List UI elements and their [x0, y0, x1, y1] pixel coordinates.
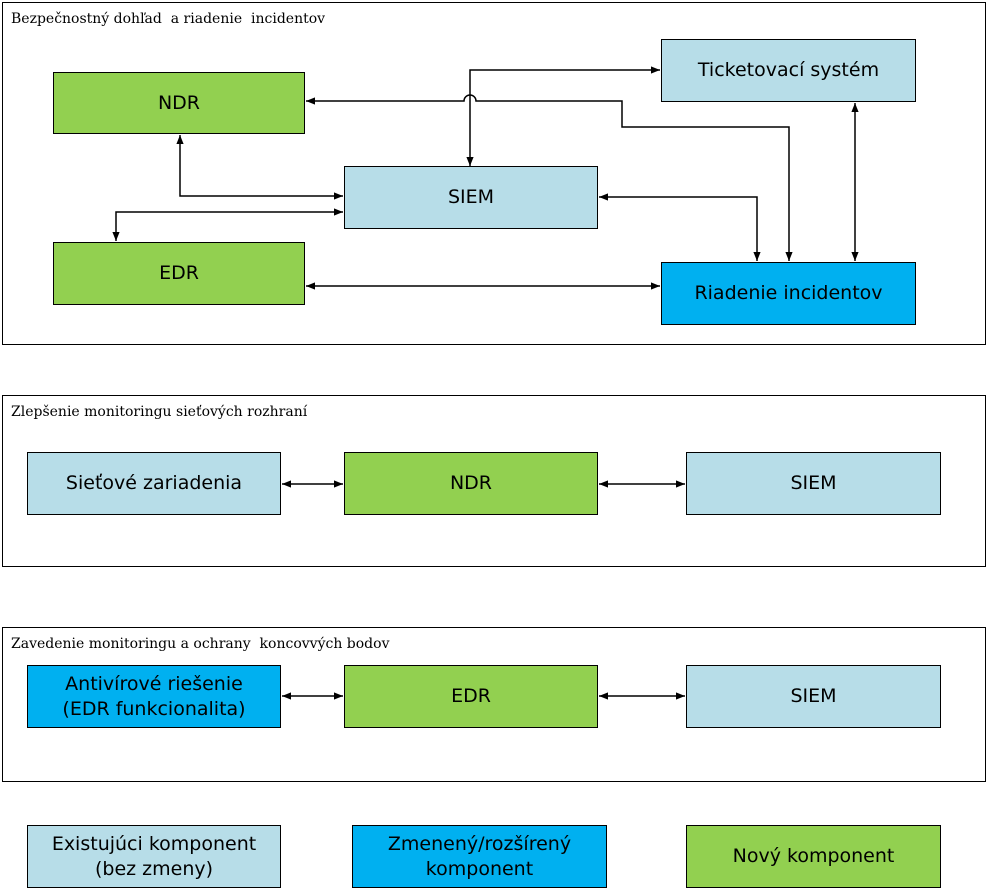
soc-siem-label: SIEM	[447, 186, 495, 209]
network-devices-label: Sieťové zariadenia	[65, 472, 243, 495]
soc-panel-title: Bezpečnostný dohľad a riadenie incidento…	[11, 11, 326, 27]
legend-existing: Existujúci komponent (bez zmeny)	[27, 825, 281, 888]
network-devices-node: Sieťové zariadenia	[27, 452, 281, 515]
soc-edr-node: EDR	[53, 242, 305, 305]
legend-changed-label: Zmenený/rozšírený komponent	[387, 832, 572, 880]
legend-changed: Zmenený/rozšírený komponent	[352, 825, 607, 888]
endpoint-siem-node: SIEM	[686, 665, 941, 728]
legend-new-label: Nový komponent	[732, 845, 895, 868]
soc-ndr-label: NDR	[157, 91, 201, 114]
ticketing-system-node: Ticketovací systém	[661, 39, 916, 102]
antivirus-label: Antivírové riešenie (EDR funkcionalita)	[62, 672, 246, 720]
endpoint-edr-node: EDR	[344, 665, 598, 728]
legend-new: Nový komponent	[686, 825, 941, 888]
soc-siem-node: SIEM	[344, 166, 598, 229]
antivirus-node: Antivírové riešenie (EDR funkcionalita)	[27, 665, 281, 728]
endpoint-panel-title: Zavedenie monitoringu a ochrany koncovvý…	[11, 636, 390, 652]
network-panel-title: Zlepšenie monitoringu sieťových rozhraní	[11, 404, 308, 420]
ticketing-system-label: Ticketovací systém	[697, 59, 880, 82]
endpoint-edr-label: EDR	[451, 685, 491, 708]
incident-management-label: Riadenie incidentov	[694, 282, 883, 305]
soc-ndr-node: NDR	[53, 72, 305, 134]
incident-management-node: Riadenie incidentov	[661, 262, 916, 325]
soc-edr-label: EDR	[159, 262, 199, 285]
endpoint-siem-label: SIEM	[790, 685, 837, 708]
legend-existing-label: Existujúci komponent (bez zmeny)	[51, 832, 257, 880]
network-siem-label: SIEM	[790, 472, 837, 495]
network-ndr-label: NDR	[449, 472, 493, 495]
network-ndr-node: NDR	[344, 452, 598, 515]
network-siem-node: SIEM	[686, 452, 941, 515]
